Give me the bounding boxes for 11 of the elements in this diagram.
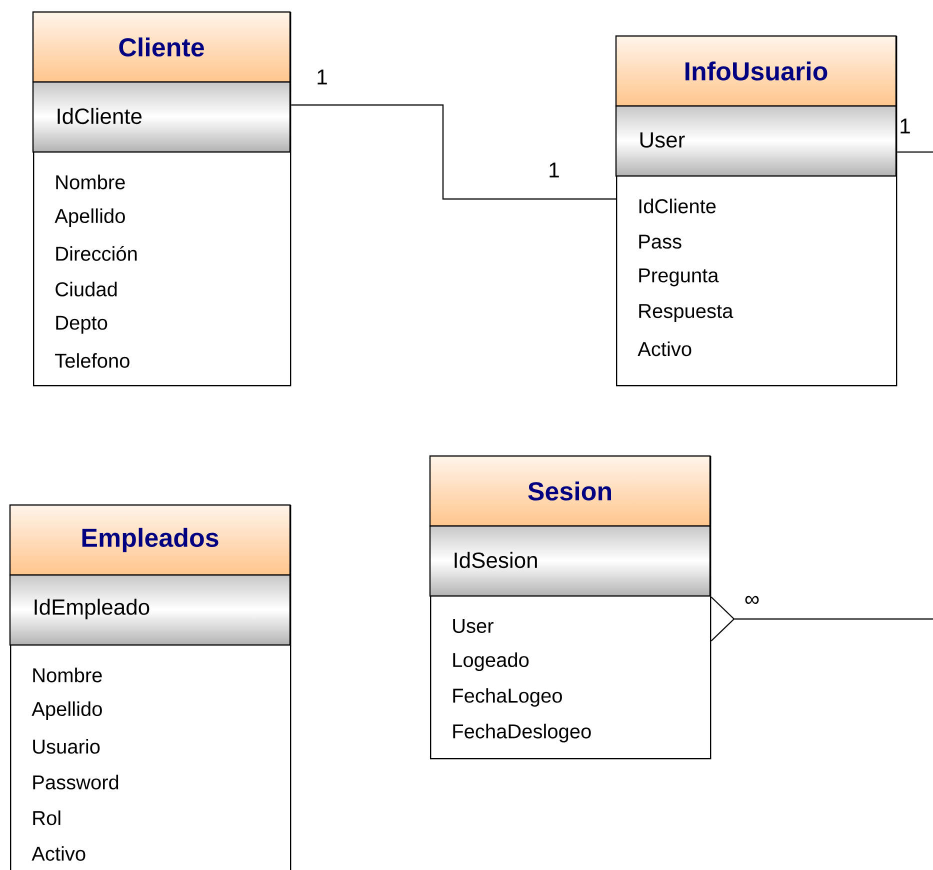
relationship-line [710, 596, 933, 642]
relationship-line [291, 104, 616, 200]
cardinality-label: 1 [550, 162, 559, 178]
cardinality-label: 1 [900, 118, 910, 134]
entity-box: InfoUsuario User IdCliente Pass Pregunta Respuesta Activo [615, 35, 898, 386]
cardinality-label: 1 [318, 70, 327, 84]
entity-box: Sesion IdSesion User Logeado FechaLogeo FechaDeslogeo [429, 455, 712, 760]
relationship-line [897, 151, 933, 153]
cardinality-label: ∞ [745, 596, 759, 604]
entity-box: Empleados IdEmpleado Nombre Apellido Usuario Password Rol Activo [9, 504, 292, 870]
entity-box: Cliente IdCliente Nombre Apellido Dirección Ciudad Depto Telefono [32, 11, 292, 386]
